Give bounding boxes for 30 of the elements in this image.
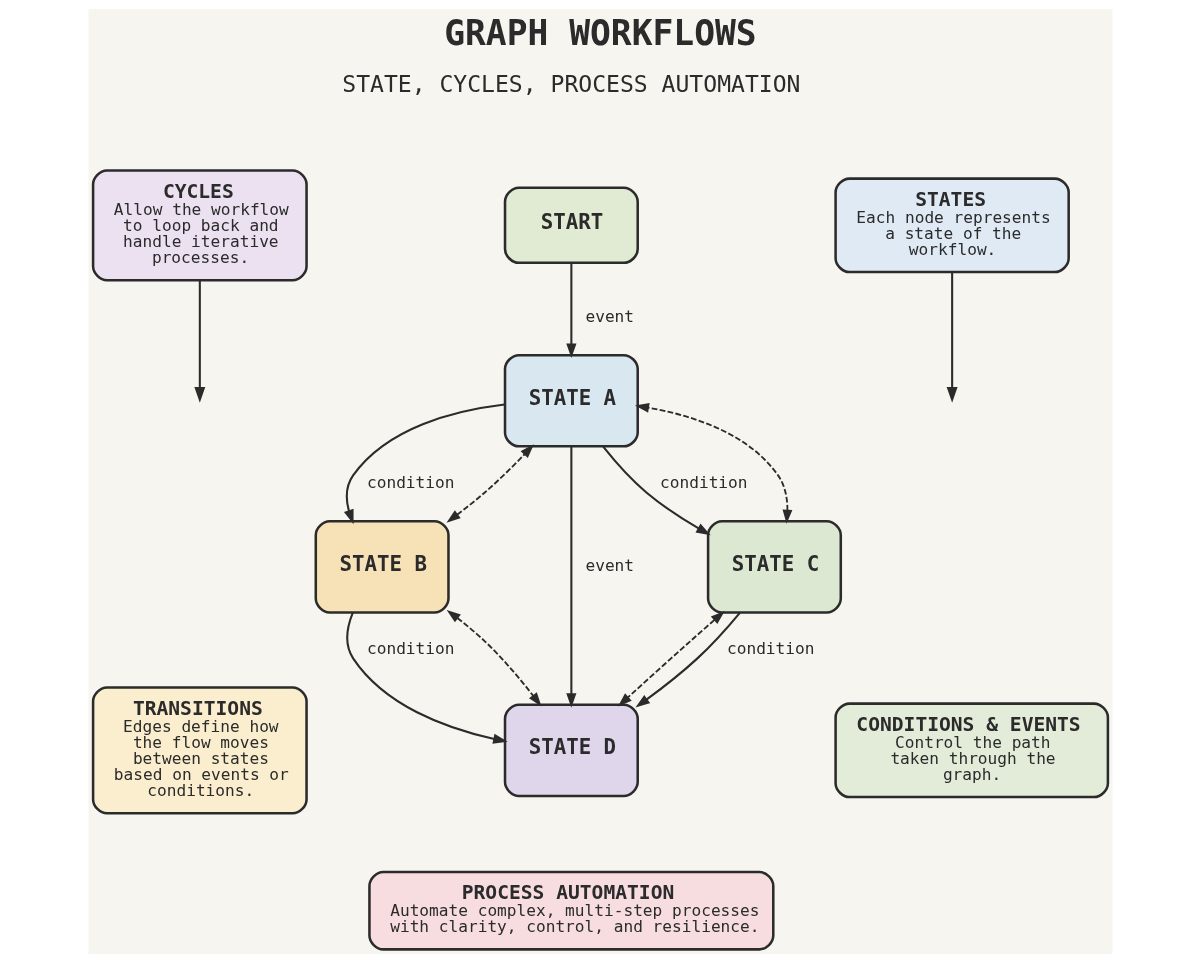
arrow [617, 610, 725, 706]
arrow [946, 271, 958, 403]
edge-label: condition [366, 472, 454, 492]
node-box: CONDITIONS & EVENTS Control the path taken through the graph. [833, 701, 1109, 798]
edge-label: event [584, 555, 634, 575]
arrow [343, 403, 505, 524]
node-box: START [503, 186, 639, 264]
node-box: STATE A [503, 353, 639, 448]
node-box: STATE B [314, 519, 450, 614]
label: STATE, CYCLES, PROCESS AUTOMATION [341, 70, 800, 97]
arrow [446, 609, 541, 707]
node-box: STATE C [706, 519, 842, 614]
node-box: STATE D [503, 703, 639, 797]
node-box: STATES Each node represents a state of the workflow. [833, 176, 1070, 273]
node-box: PROCESS AUTOMATION Automate complex, multi-step processes with clarity, control, and resilience. [367, 870, 775, 951]
arrow [565, 262, 576, 358]
arrow [193, 279, 205, 403]
edge-label: condition [726, 638, 814, 658]
diagram-title: GRAPH WORKFLOWS [443, 12, 757, 53]
arrow [634, 611, 741, 708]
arrow [445, 443, 534, 523]
edge-label: condition [366, 638, 454, 658]
edge-label: event [584, 306, 634, 326]
arrow [565, 446, 576, 708]
arrow [345, 611, 508, 744]
arrow [634, 402, 792, 524]
edge-label: condition [659, 472, 748, 492]
node-box: CYCLES Allow the workflow to loop back and handle iterative processes. [91, 168, 308, 281]
node-box: TRANSITIONS Edges define how the flow moves between states based on events or conditions. [91, 685, 308, 814]
arrow [601, 445, 711, 535]
